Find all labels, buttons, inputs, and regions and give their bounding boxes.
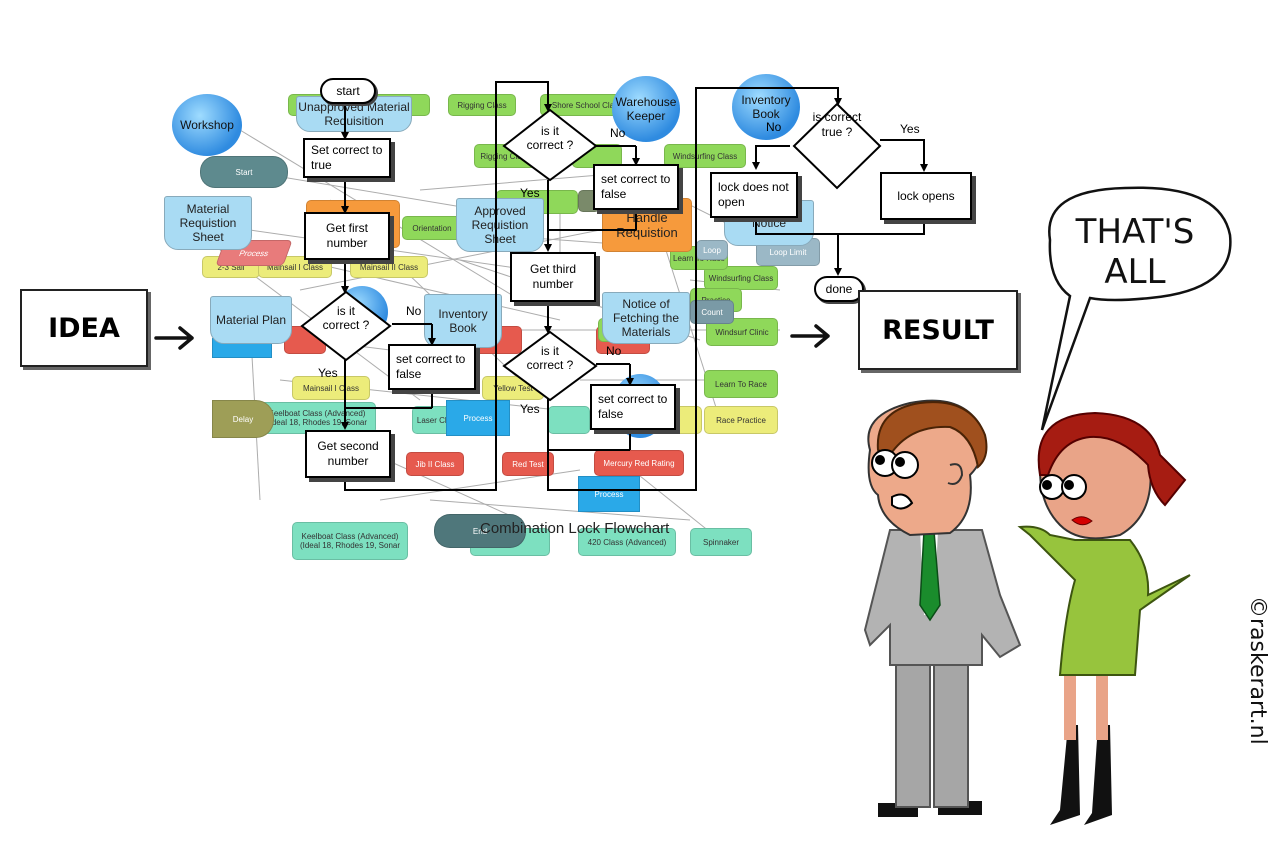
flow-text: set correct to false <box>601 172 671 201</box>
bg-node: Loop <box>696 240 728 260</box>
flow-decision-final <box>792 102 882 190</box>
flow-start-terminal: start <box>320 78 376 104</box>
yes-label: Yes <box>318 366 338 380</box>
flow-set-correct-true: Set correct to true <box>303 138 391 178</box>
flow-decision-1 <box>300 290 392 362</box>
flow-get-first-number: Get first number <box>304 212 390 260</box>
bg-node <box>548 406 590 434</box>
bg-document: Material Plan <box>210 296 292 344</box>
flow-decision-2-text: is it correct ? <box>526 124 574 152</box>
flow-lock-opens: lock opens <box>880 172 972 220</box>
yes-label: Yes <box>520 402 540 416</box>
bg-bubble: Warehouse Keeper <box>612 76 680 142</box>
flow-text: lock opens <box>897 188 955 203</box>
flow-decision-final-text: is correct true ? <box>812 110 862 139</box>
flow-decision-1-text: is it correct ? <box>322 304 370 332</box>
flow-text: Get first number <box>325 221 368 250</box>
result-box: RESULT <box>858 290 1018 370</box>
flow-get-second-number: Get second number <box>305 430 391 478</box>
speech-text: THAT'S ALL <box>1060 212 1210 292</box>
flow-done-terminal: done <box>814 276 864 302</box>
no-label: No <box>406 304 422 318</box>
bg-node: Red Test <box>502 452 554 476</box>
flow-set-false-2: set correct to false <box>593 164 679 210</box>
woman-character <box>1017 411 1191 825</box>
flow-decision-3 <box>502 330 598 402</box>
flow-set-false-3: set correct to false <box>590 384 676 430</box>
bg-node: Delay <box>212 400 274 438</box>
yes-label: Yes <box>520 186 540 200</box>
bg-node: Mainsail I Class <box>292 376 370 400</box>
bg-node: End <box>434 514 526 548</box>
speech-bubble <box>1040 186 1232 431</box>
no-label: No <box>610 126 626 140</box>
flow-text: Set correct to true <box>311 143 383 172</box>
flow-get-third-number: Get third number <box>510 252 596 302</box>
arrow-right-icon <box>790 324 830 348</box>
bg-node: Mercury Red Rating <box>594 450 684 476</box>
flow-text: set correct to false <box>598 392 668 421</box>
flowchart-caption: Combination Lock Flowchart <box>480 520 670 537</box>
bg-node: Count <box>690 300 734 324</box>
flow-decision-3-text: is it correct ? <box>526 344 574 372</box>
flow-set-false-1: set correct to false <box>388 344 476 390</box>
bg-bubble: Inventory Book <box>732 74 800 140</box>
speech-line: THAT'S <box>1075 212 1195 252</box>
arrow-right-icon <box>154 326 194 350</box>
bg-document: Material Requistion Sheet <box>164 196 252 250</box>
bg-document: Approved Requistion Sheet <box>456 198 544 252</box>
bg-node: Rigging Class <box>448 94 516 116</box>
bg-node: Spinnaker <box>690 528 752 556</box>
flow-text: set correct to false <box>396 352 466 381</box>
artist-credit: ©raskerart.nl <box>1245 596 1270 745</box>
speech-line: ALL <box>1104 252 1166 292</box>
bg-node: Keelboat Class (Advanced) (Ideal 18, Rho… <box>292 522 408 560</box>
man-character <box>863 399 1022 817</box>
no-label: No <box>606 344 622 358</box>
idea-box: IDEA <box>20 289 148 367</box>
flow-text: lock does not open <box>718 180 789 209</box>
flow-lock-not-open: lock does not open <box>710 172 798 218</box>
bg-node: Race Practice <box>704 406 778 434</box>
bg-document: Notice of Fetching the Materials <box>602 292 690 344</box>
bg-node: Jib II Class <box>406 452 464 476</box>
no-label: No <box>766 120 782 134</box>
flow-text: Get second number <box>317 439 379 468</box>
yes-label: Yes <box>900 122 920 136</box>
bg-document: Inventory Book <box>424 294 502 348</box>
bg-bubble: Workshop <box>172 94 242 156</box>
bg-node: Orientation <box>402 216 462 240</box>
bg-node: Learn To Race <box>704 370 778 398</box>
flow-decision-2 <box>502 108 598 182</box>
flow-text: Get third number <box>529 262 577 291</box>
bg-node: Process <box>446 400 510 436</box>
bg-node: Process <box>578 476 640 512</box>
bg-node: 420 Class (Advanced) <box>578 528 676 556</box>
bg-node: Start <box>200 156 288 188</box>
